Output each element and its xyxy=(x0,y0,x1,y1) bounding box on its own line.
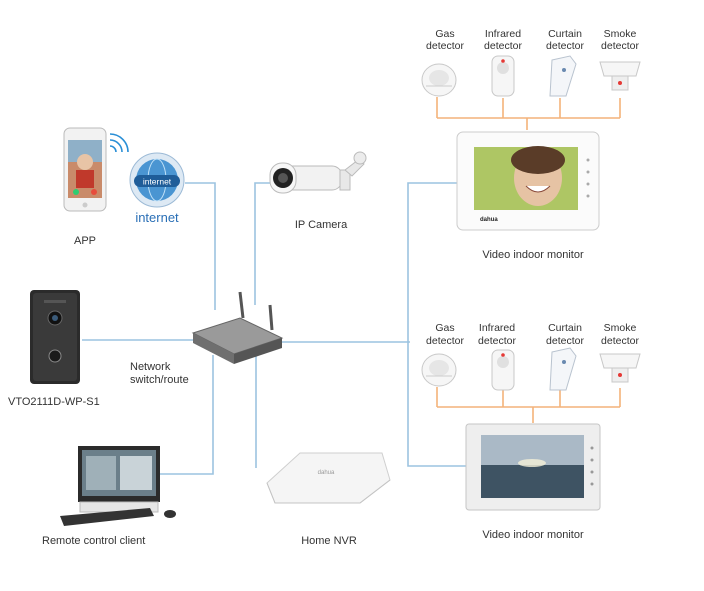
wifi-icon xyxy=(109,133,129,153)
label-remote-client: Remote control client xyxy=(42,535,145,547)
label-home-nvr: Home NVR xyxy=(301,535,357,547)
label-ip-camera: IP Camera xyxy=(295,219,348,231)
label-switch-line1: Network xyxy=(130,361,171,373)
detector-label-gas: Gas xyxy=(435,28,454,40)
detector-label-curtain-2: detector xyxy=(546,40,584,52)
gas-detector-icon xyxy=(421,353,457,387)
line-internet-switch xyxy=(185,182,216,310)
detector-label-curtain-b: Curtain xyxy=(548,322,582,334)
gas-detector-icon xyxy=(421,63,457,97)
line-bus-vertical xyxy=(407,182,466,467)
detector-label-infrared-b: Infrared xyxy=(479,322,515,334)
label-app: APP xyxy=(74,235,96,247)
line-camera-switch xyxy=(254,182,272,305)
smartphone-icon xyxy=(63,127,107,212)
label-internet: internet xyxy=(135,210,179,225)
label-monitor-top: Video indoor monitor xyxy=(482,249,584,261)
door-station-icon xyxy=(30,290,80,384)
label-monitor-bottom: Video indoor monitor xyxy=(482,529,584,541)
detector-label-curtain-b2: detector xyxy=(546,335,584,347)
detector-group-top: Gas detector Infrared detector Curtain d… xyxy=(421,28,641,97)
network-connections xyxy=(82,182,466,475)
svg-text:dahua: dahua xyxy=(480,217,498,223)
video-monitor-top-icon: dahua xyxy=(456,131,600,231)
svg-text:dahua: dahua xyxy=(318,470,335,476)
infrared-detector-icon xyxy=(491,349,515,391)
detector-label-gas-b: Gas xyxy=(435,322,454,334)
detector-label-infrared-2: detector xyxy=(484,40,522,52)
line-remote-switch xyxy=(160,355,214,475)
detector-label-smoke-b: Smoke xyxy=(604,322,637,334)
label-door-station: VTO2111D-WP-S1 xyxy=(8,396,100,408)
detector-label-infrared: Infrared xyxy=(485,28,521,40)
detector-label-curtain: Curtain xyxy=(548,28,582,40)
detector-label-gas-b2: detector xyxy=(426,335,464,347)
smoke-detector-icon xyxy=(599,353,641,383)
globe-icon: internet xyxy=(129,152,185,208)
internet-badge-text: internet xyxy=(143,177,172,187)
alarm-connections xyxy=(436,97,621,423)
infrared-detector-icon xyxy=(491,55,515,97)
curtain-detector-icon xyxy=(549,347,577,391)
detector-label-gas-2: detector xyxy=(426,40,464,52)
detector-label-smoke-2: detector xyxy=(601,40,639,52)
nvr-icon: dahua xyxy=(266,452,391,504)
label-switch-line2: switch/route xyxy=(130,374,189,386)
computer-icon xyxy=(60,446,176,526)
router-icon xyxy=(191,291,284,364)
video-monitor-bottom-icon xyxy=(465,423,601,511)
curtain-detector-icon xyxy=(549,55,577,97)
ip-camera-icon xyxy=(269,151,367,194)
detector-group-bottom: Gas detector Infrared detector Curtain d… xyxy=(421,322,641,391)
detector-label-smoke: Smoke xyxy=(604,28,637,40)
detector-label-smoke-b2: detector xyxy=(601,335,639,347)
smoke-detector-icon xyxy=(599,61,641,91)
detector-label-infrared-b2: detector xyxy=(478,335,516,347)
